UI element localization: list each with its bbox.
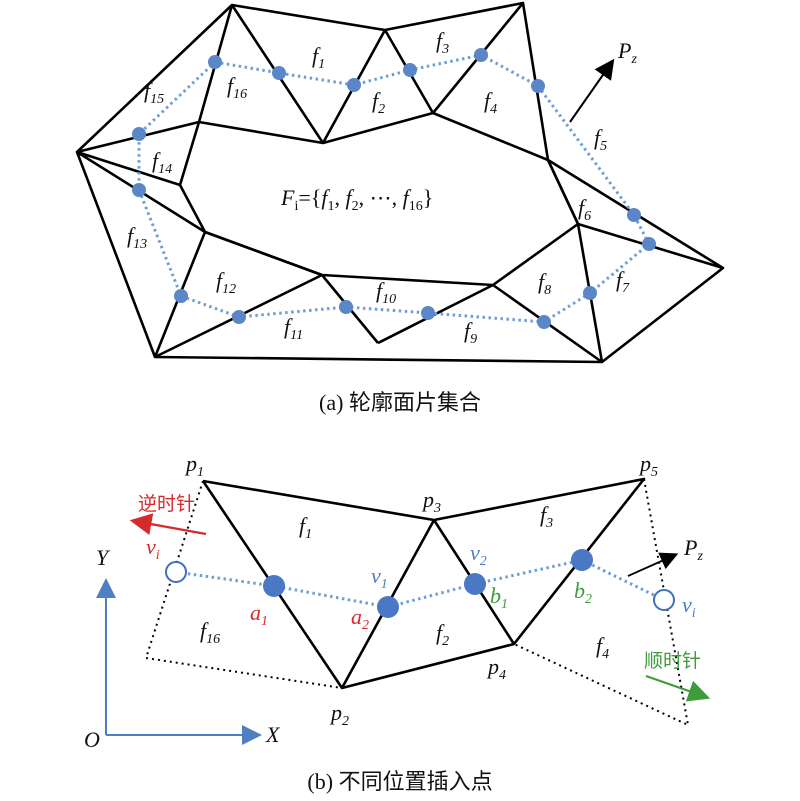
label-f2: f2: [436, 620, 449, 649]
panel-b-dotted-path: [175, 558, 665, 609]
label-p3: p3: [421, 487, 441, 516]
label-p2: p2: [329, 700, 349, 729]
face-label-f14: f14: [152, 148, 172, 177]
formula: Fi={f1, f2, ⋯, f16}: [280, 185, 433, 214]
face-label-f12: f12: [216, 268, 236, 297]
face-label-f5: f5: [594, 125, 607, 154]
face-label-f15: f15: [144, 78, 164, 107]
label-f1: f1: [299, 513, 312, 542]
axis-y-label: Y: [96, 545, 111, 570]
ccw-label: 逆时针: [138, 493, 195, 515]
axis-x-label: X: [265, 722, 281, 747]
face-label-f7: f7: [616, 267, 630, 296]
label-p1: p1: [184, 451, 204, 480]
panel-b-face-labels: f1 f16 f2 f3 f4: [200, 502, 609, 662]
face-label-f11: f11: [284, 314, 303, 343]
label-a2: a2: [351, 604, 369, 633]
svg-text:Pz: Pz: [683, 535, 703, 564]
label-p5: p5: [638, 451, 658, 480]
b2-node: [571, 549, 593, 571]
label-f3: f3: [540, 502, 553, 531]
face-label-f2: f2: [372, 88, 385, 117]
label-f4: f4: [596, 633, 609, 662]
face-label-f1: f1: [312, 43, 325, 72]
face-label-f6: f6: [578, 195, 591, 224]
label-b1: b1: [490, 583, 508, 612]
label-p4: p4: [486, 654, 506, 683]
v2-node: [464, 573, 486, 595]
label-a1: a1: [250, 600, 268, 629]
caption-b: (b) 不同位置插入点: [307, 769, 492, 794]
face-label-f3: f3: [436, 28, 449, 57]
caption-a: (a) 轮廓面片集合: [319, 390, 481, 415]
cw-label: 顺时针: [644, 650, 701, 672]
label-vi-left: vi: [146, 534, 160, 563]
face-label-f10: f10: [376, 278, 396, 307]
vi-left-node: [165, 561, 187, 583]
panel-b-mesh: [144, 477, 690, 727]
face-label-f4: f4: [484, 88, 497, 117]
axis-origin-label: O: [84, 727, 100, 752]
label-v1: v1: [371, 563, 388, 592]
face-label-f13: f13: [127, 223, 147, 252]
panel-a-nodes: [132, 48, 656, 329]
panel-b-nodes: [165, 549, 675, 618]
cw-indicator: 顺时针: [644, 650, 711, 702]
pz-arrow-a: Pz: [569, 38, 637, 123]
axes: Y X O: [84, 545, 281, 752]
face-label-f8: f8: [538, 269, 551, 298]
face-label-f9: f9: [464, 318, 477, 347]
label-vi-right: vi: [682, 592, 696, 621]
vi-right-node: [653, 589, 675, 611]
a1-node: [263, 575, 285, 597]
panel-b-vertex-labels: vi a1 a2 v1 v2 b1 b2 vi: [146, 534, 696, 633]
label-v2: v2: [470, 540, 487, 569]
label-f16: f16: [200, 618, 220, 647]
v1-node: [377, 596, 399, 618]
panel-b-point-labels: p1 p2 p3 p4 p5: [184, 451, 658, 729]
pz-arrow-b: Pz: [627, 535, 703, 577]
label-b2: b2: [574, 578, 592, 607]
face-label-f16: f16: [227, 73, 247, 102]
svg-text:Pz: Pz: [617, 38, 637, 67]
ccw-indicator: 逆时针: [129, 493, 207, 536]
